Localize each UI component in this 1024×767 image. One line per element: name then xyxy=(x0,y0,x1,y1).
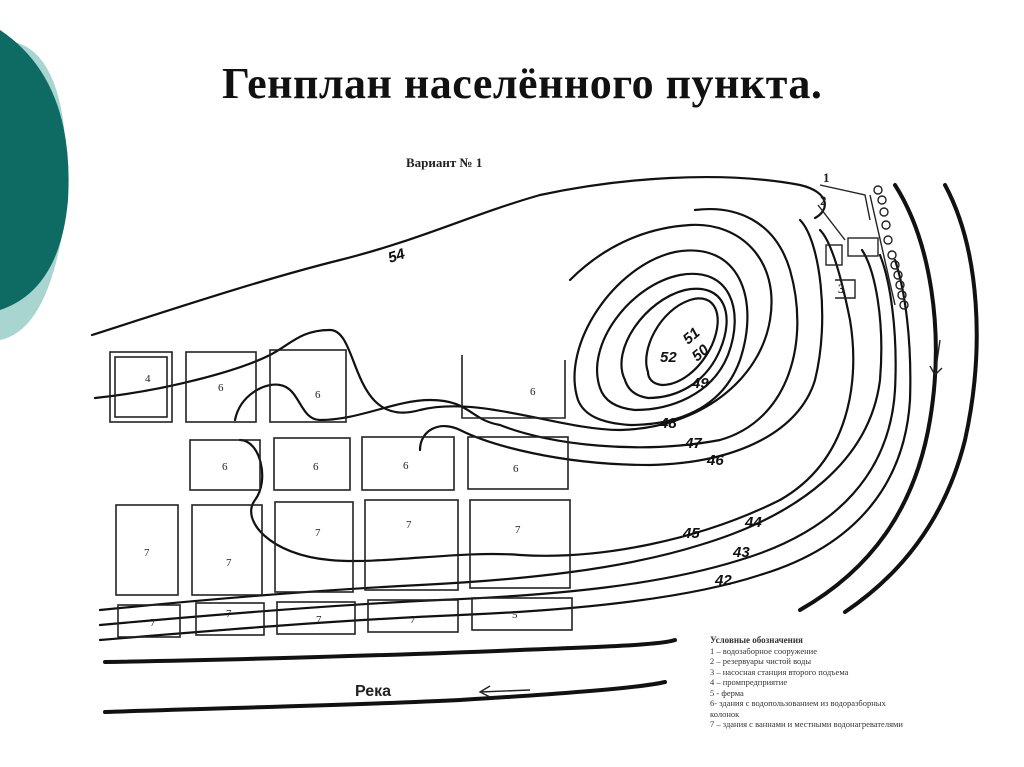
block-6f xyxy=(361,436,455,491)
legend-item: 5 - ферма xyxy=(710,687,744,698)
variant-label: Вариант № 1 xyxy=(406,155,483,170)
contour-43 xyxy=(98,253,897,627)
deco-teal-arc xyxy=(0,30,69,310)
block-7e xyxy=(469,499,571,589)
contour-50 xyxy=(595,272,736,412)
structure-labels: 1 2 3 xyxy=(820,170,845,296)
block-label: 6 xyxy=(222,461,228,473)
river-flow-arrow xyxy=(478,685,531,698)
water-structures xyxy=(817,184,909,310)
isoline-label-43: 43 xyxy=(732,544,750,561)
block-7b xyxy=(191,504,263,596)
legend-item: 6- здания с водопользованием из водоразб… xyxy=(710,698,886,719)
contour-54 xyxy=(90,175,826,337)
contour-46 xyxy=(418,218,824,467)
block-7g xyxy=(195,602,265,636)
contour-47 xyxy=(233,208,799,449)
contour-lines xyxy=(90,175,912,642)
block-7f xyxy=(117,604,181,638)
page-title: Генплан населённого пункта. xyxy=(222,59,823,108)
river-bank-east-inner xyxy=(798,183,938,612)
contour-44 xyxy=(98,248,883,612)
block-5 xyxy=(471,597,573,631)
isoline-label-47: 47 xyxy=(684,435,702,452)
isoline-label-52: 52 xyxy=(660,349,677,366)
contour-42 xyxy=(98,258,912,642)
block-label: 6 xyxy=(218,382,224,394)
block-label: 6 xyxy=(313,461,319,473)
block-label: 7 xyxy=(515,524,521,536)
block-6e xyxy=(273,437,351,491)
block-label: 6 xyxy=(513,463,519,475)
block-label: 7 xyxy=(410,614,416,626)
structure-label-3: 3 xyxy=(838,281,845,296)
block-6a xyxy=(185,351,257,423)
block-label: 7 xyxy=(150,617,156,629)
map-legend: Условные обозначения 1 – водозаборное со… xyxy=(710,635,915,730)
block-6g xyxy=(467,436,569,490)
block-label: 4 xyxy=(145,373,151,385)
block-7i xyxy=(367,599,459,633)
contour-45 xyxy=(238,228,855,563)
isoline-labels: 54 52 51 50 49 48 47 46 45 44 43 42 xyxy=(386,245,762,589)
river-bank-south xyxy=(103,680,667,714)
block-label: 7 xyxy=(315,527,321,539)
isoline-label-49: 49 xyxy=(691,375,709,392)
contour-52 xyxy=(645,297,719,387)
isoline-label-44: 44 xyxy=(744,514,762,531)
block-label: 7 xyxy=(406,519,412,531)
block-labels: 4 6 6 6 6 6 6 6 7 7 7 7 7 7 7 7 7 5 xyxy=(144,373,536,629)
block-label: 7 xyxy=(316,614,322,626)
block-7d xyxy=(364,499,459,591)
block-label: 6 xyxy=(403,460,409,472)
legend-item: 2 – резервуары чистой воды xyxy=(710,656,812,666)
contour-51 xyxy=(620,287,728,400)
isoline-label-48: 48 xyxy=(659,415,677,432)
block-label: 7 xyxy=(226,608,232,620)
river xyxy=(103,183,979,714)
block-label: 6 xyxy=(530,386,536,398)
block-6b xyxy=(269,349,347,423)
isoline-label-46: 46 xyxy=(706,452,724,469)
river-bank-north xyxy=(103,638,677,664)
isoline-label-45: 45 xyxy=(682,525,700,542)
river-label: Река xyxy=(355,683,392,700)
block-7a xyxy=(115,504,179,596)
structure-label-2: 2 xyxy=(820,193,827,208)
block-label: 7 xyxy=(144,547,150,559)
contour-49 xyxy=(573,249,749,427)
slide-decoration xyxy=(0,30,69,340)
block-6c xyxy=(461,355,566,419)
block-label: 7 xyxy=(226,557,232,569)
city-blocks xyxy=(109,349,573,638)
block-7h xyxy=(276,601,356,635)
block-6d xyxy=(189,439,261,491)
block-label: 5 xyxy=(512,609,518,621)
legend-item: 1 – водозаборное сооружение xyxy=(710,645,817,656)
block-7c xyxy=(274,501,354,593)
river-bank-east-outer xyxy=(843,183,979,614)
block-label: 6 xyxy=(315,389,321,401)
isoline-label-54: 54 xyxy=(386,245,408,267)
legend-item: 4 – промпредприятие xyxy=(710,677,788,687)
block-4 xyxy=(109,351,173,423)
isoline-label-42: 42 xyxy=(714,572,732,589)
legend-title: Условные обозначения xyxy=(710,635,803,645)
legend-item: 3 – насосная станция второго подъема xyxy=(710,666,849,677)
structure-label-1: 1 xyxy=(823,170,830,185)
river-flow-arrow-east xyxy=(929,339,943,377)
legend-item: 7 – здания с ваннами и местными водонагр… xyxy=(710,719,903,729)
